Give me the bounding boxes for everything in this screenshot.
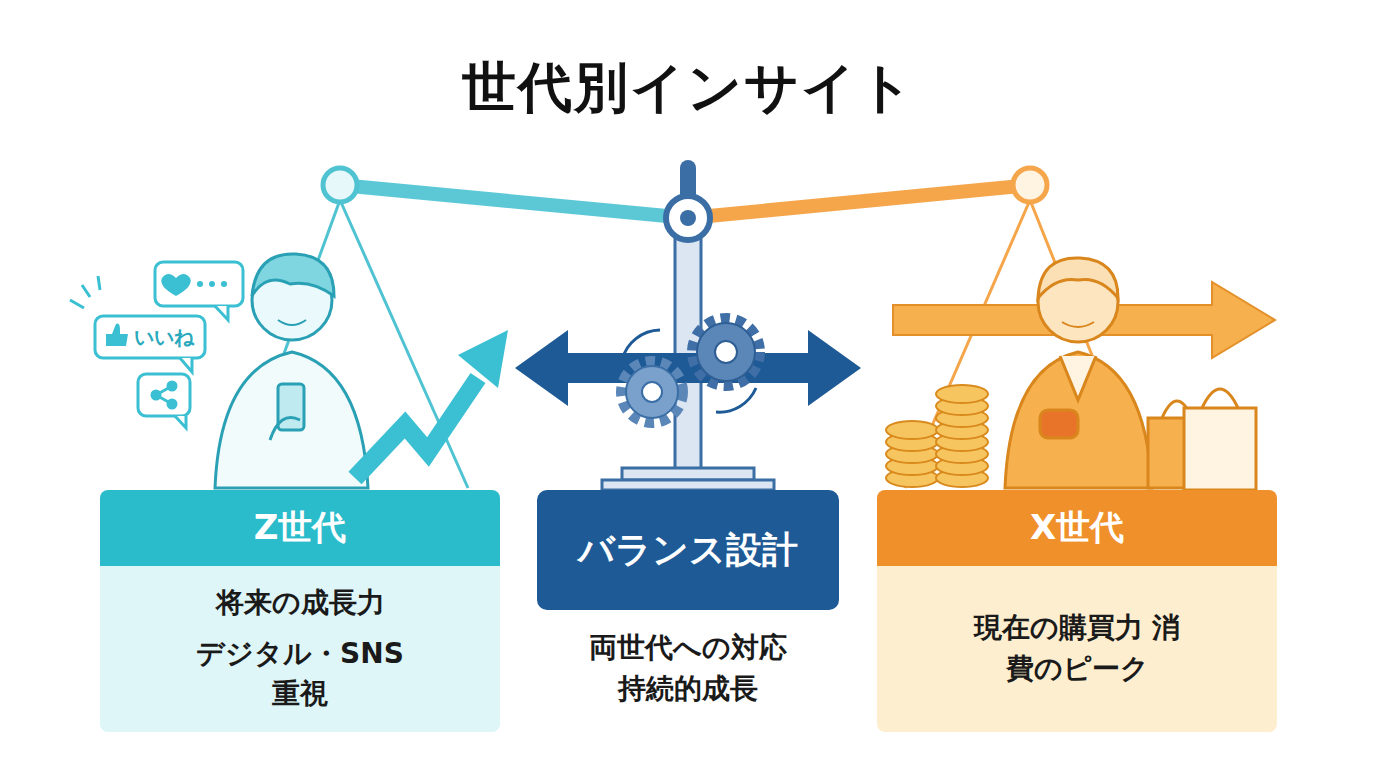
node-heading: Z世代 [254, 505, 347, 551]
box-caption: 両世代への対応 持続的成長 [537, 628, 839, 709]
bubble-label: いいね [134, 324, 194, 351]
card-body: 現在の購買力 消費のピーク [877, 566, 1277, 732]
card-header: Z世代 [100, 490, 500, 566]
box-fill: バランス設計 [537, 490, 839, 610]
node-text: デジタル・SNS重視 [185, 634, 415, 715]
generation-card: X世代現在の購買力 消費のピーク [877, 490, 1277, 732]
card-header: X世代 [877, 490, 1277, 566]
balance-box: バランス設計両世代への対応 持続的成長 [537, 490, 839, 720]
node-text: 両世代への対応 持続的成長 [573, 628, 803, 709]
node-text: 現在の購買力 消費のピーク [962, 608, 1192, 689]
node-heading: X世代 [1030, 505, 1124, 551]
node-heading: バランス設計 [578, 526, 798, 575]
diagram-title: 世代別インサイト [0, 52, 1376, 125]
node-text: 将来の成長力 [216, 583, 385, 624]
card-body: 将来の成長力デジタル・SNS重視 [100, 566, 500, 732]
generation-card: Z世代将来の成長力デジタル・SNS重視 [100, 490, 500, 732]
